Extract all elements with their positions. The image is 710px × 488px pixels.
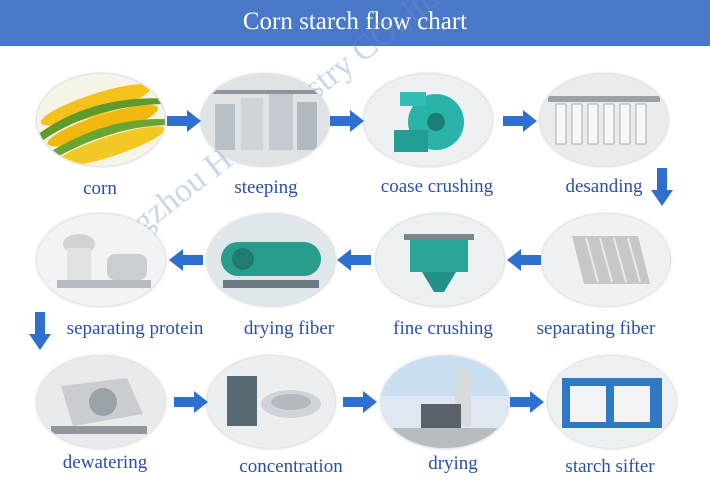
arrow-right-icon: [174, 391, 208, 413]
arrow-left-icon: [507, 249, 541, 271]
page-title: Corn starch flow chart: [242, 8, 468, 35]
title-banner: [0, 0, 710, 46]
step-dewatering-image: [37, 356, 165, 448]
sifter-icon: [548, 356, 676, 448]
arrow-down-icon: [29, 312, 51, 350]
step-label-fine-crushing: fine crushing: [393, 318, 493, 339]
step-starch-sifter-image: [548, 356, 676, 448]
arrow-right-icon: [330, 110, 364, 132]
step-desanding-image: [540, 74, 668, 166]
step-corn-image: [37, 74, 165, 166]
step-label-concentration: concentration: [239, 456, 343, 477]
arrow-right-icon: [503, 110, 537, 132]
step-label-drying: drying: [428, 453, 478, 474]
step-label-corn: corn: [83, 178, 117, 199]
desander-icon: [540, 74, 668, 166]
flash-dryer-icon: [381, 356, 509, 448]
step-label-starch-sifter: starch sifter: [565, 456, 655, 477]
step-label-desanding: desanding: [565, 176, 643, 197]
steeping-tanks-icon: [201, 74, 329, 166]
concentrator-icon: [207, 356, 335, 448]
step-coase-crushing-image: [364, 74, 492, 166]
step-label-dewatering: dewatering: [62, 452, 148, 473]
separator-icon: [37, 214, 165, 306]
step-separating-fiber-image: [542, 214, 670, 306]
centrifuge-icon: [37, 356, 165, 448]
step-steeping-image: [201, 74, 329, 166]
step-label-coase-crushing: coase crushing: [380, 176, 494, 197]
arrow-down-icon: [651, 168, 673, 206]
step-label-drying-fiber: drying fiber: [243, 318, 335, 339]
step-label-steeping: steeping: [234, 177, 298, 198]
corn-cobs-icon: [37, 74, 165, 166]
fiber-screen-icon: [542, 214, 670, 306]
step-fine-crushing-image: [376, 214, 504, 306]
step-label-separating-protein: separating protein: [66, 318, 204, 339]
step-label-separating-fiber: separating fiber: [536, 318, 656, 339]
fine-mill-icon: [376, 214, 504, 306]
rotary-dryer-icon: [207, 214, 335, 306]
step-concentration-image: [207, 356, 335, 448]
step-separating-protein-image: [37, 214, 165, 306]
arrow-left-icon: [169, 249, 203, 271]
arrow-right-icon: [510, 391, 544, 413]
step-drying-image: [381, 356, 509, 448]
step-drying-fiber-image: [207, 214, 335, 306]
arrow-right-icon: [343, 391, 377, 413]
arrow-left-icon: [337, 249, 371, 271]
crusher-icon: [364, 74, 492, 166]
arrow-right-icon: [167, 110, 201, 132]
